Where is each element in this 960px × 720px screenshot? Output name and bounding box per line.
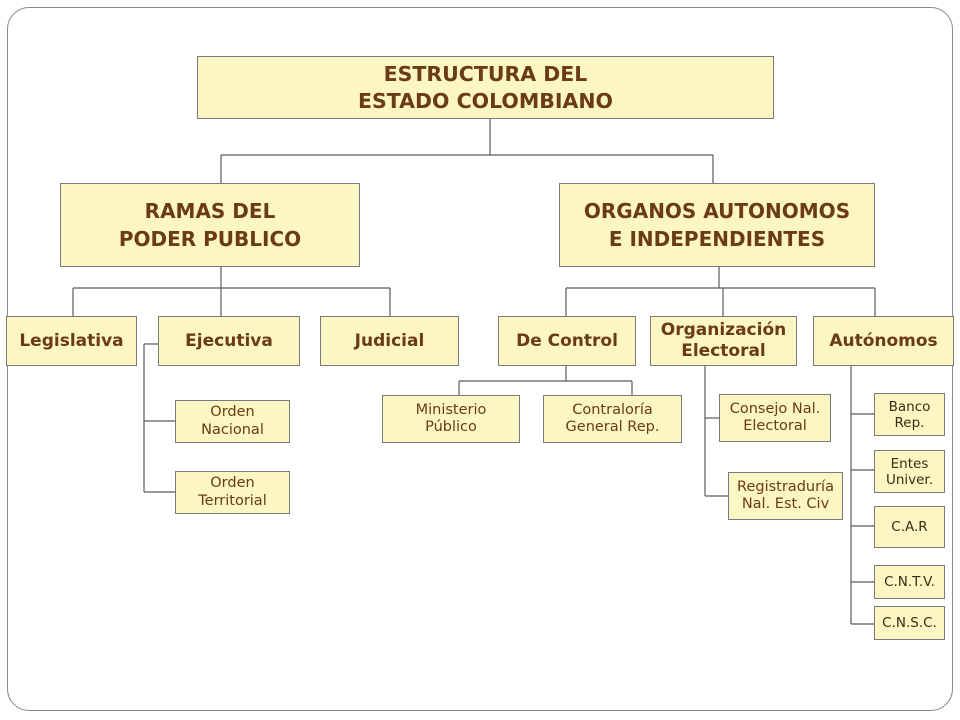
de-control-box: De Control [498,316,636,366]
car-label: C.A.R [891,519,928,535]
registraduria-label: Registraduría Nal. Est. Civ [737,478,834,513]
ejecutiva-label: Ejecutiva [185,330,273,351]
cntv-box: C.N.T.V. [874,565,945,599]
banco-rep-label: Banco Rep. [888,398,931,431]
title-box: ESTRUCTURA DEL ESTADO COLOMBIANO [197,56,774,119]
organos-autonomos-box: ORGANOS AUTONOMOS E INDEPENDIENTES [559,183,875,267]
autonomos-label: Autónomos [829,330,938,351]
orden-nacional-label: Orden Nacional [201,404,264,438]
entes-univer-box: Entes Univer. [874,450,945,493]
ramas-label: RAMAS DEL PODER PUBLICO [118,199,302,251]
autonomos-box: Autónomos [813,316,954,366]
de-control-label: De Control [516,330,618,351]
contraloria-box: Contraloría General Rep. [543,395,682,443]
ministerio-publico-box: Ministerio Público [382,395,520,443]
consejo-nal-electoral-label: Consejo Nal. Electoral [729,400,821,435]
contraloria-label: Contraloría General Rep. [565,401,660,436]
registraduria-box: Registraduría Nal. Est. Civ [728,472,843,520]
cntv-label: C.N.T.V. [884,574,935,590]
ramas-poder-publico-box: RAMAS DEL PODER PUBLICO [60,183,360,267]
judicial-label: Judicial [354,330,425,351]
cnsc-label: C.N.S.C. [882,615,937,631]
orden-territorial-box: Orden Territorial [175,471,290,514]
ministerio-publico-label: Ministerio Público [415,401,487,436]
orden-territorial-label: Orden Territorial [198,475,267,509]
ejecutiva-box: Ejecutiva [158,316,300,366]
cnsc-box: C.N.S.C. [874,606,945,640]
legislativa-label: Legislativa [19,330,124,351]
consejo-nal-electoral-box: Consejo Nal. Electoral [719,394,831,442]
judicial-box: Judicial [320,316,459,366]
title-text: ESTRUCTURA DEL ESTADO COLOMBIANO [358,61,613,113]
organos-label: ORGANOS AUTONOMOS E INDEPENDIENTES [583,199,851,251]
entes-univer-label: Entes Univer. [885,455,934,488]
organizacion-electoral-box: Organización Electoral [650,316,797,366]
legislativa-box: Legislativa [6,316,137,366]
car-box: C.A.R [874,506,945,548]
orden-nacional-box: Orden Nacional [175,400,290,443]
banco-rep-box: Banco Rep. [874,393,945,436]
organizacion-electoral-label: Organización Electoral [660,320,787,361]
